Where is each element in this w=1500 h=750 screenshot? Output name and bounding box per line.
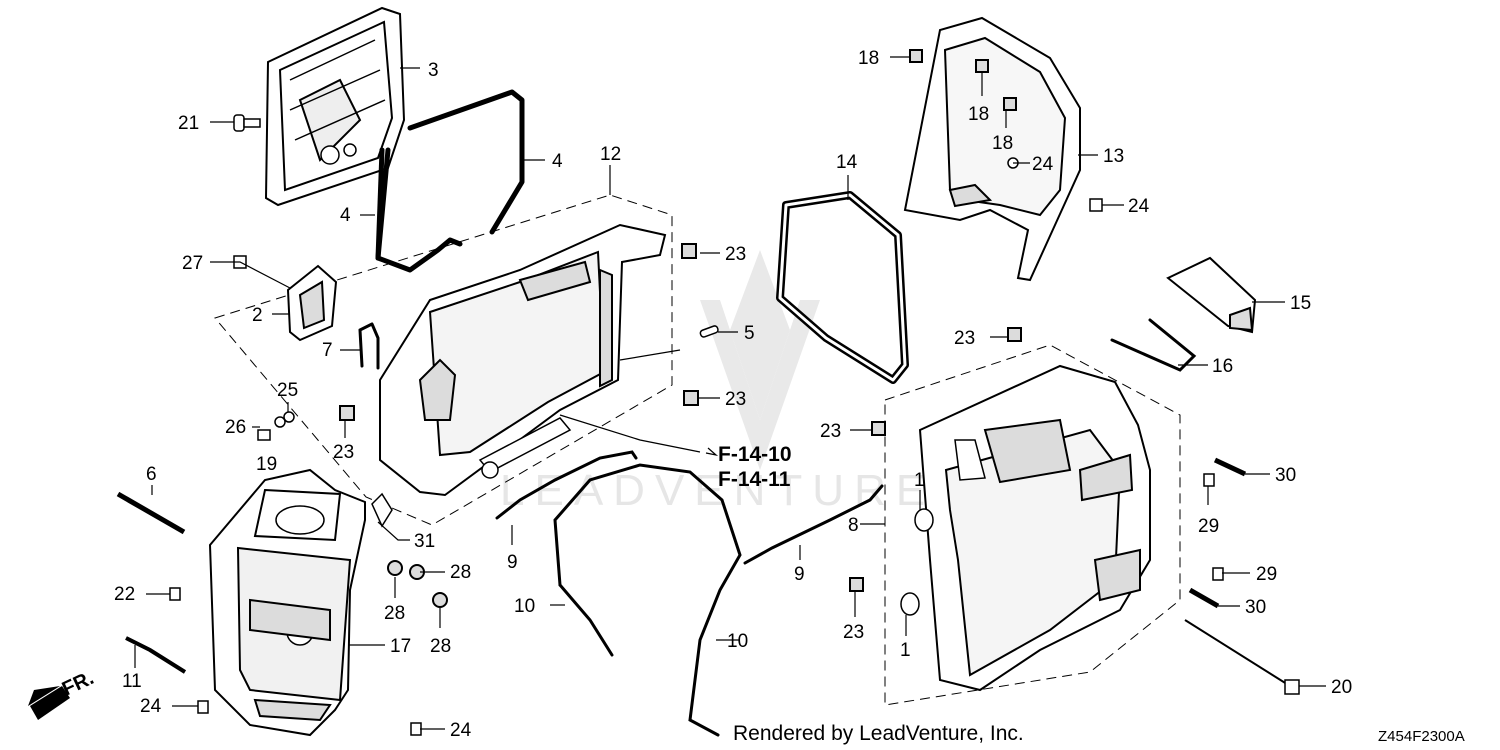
callout-30: 30 <box>1245 597 1266 618</box>
callout-12: 12 <box>600 144 621 165</box>
callout-26: 26 <box>225 417 246 438</box>
part-13-cover <box>903 16 1103 282</box>
part-3-panel <box>264 6 406 207</box>
part-10-wires <box>553 463 742 737</box>
part-29-30-20-bolts <box>1184 457 1300 695</box>
callout-5: 5 <box>744 323 755 344</box>
part-1-grommets <box>900 508 934 616</box>
callout-10: 10 <box>514 596 535 617</box>
part-21-screw <box>233 114 261 132</box>
callout-24: 24 <box>1128 196 1150 217</box>
front-arrow-icon <box>28 686 70 720</box>
callout-24: 24 <box>450 720 472 741</box>
render-credit: Rendered by LeadVenture, Inc. <box>733 722 1024 745</box>
callout-31: 31 <box>414 531 435 552</box>
part-2-bracket <box>286 264 338 342</box>
callout-20: 20 <box>1331 677 1352 698</box>
part-14-gasket <box>776 191 909 384</box>
callout-9: 9 <box>507 552 518 573</box>
callout-30: 30 <box>1275 465 1296 486</box>
callout-9: 9 <box>794 564 805 585</box>
part-11-strip <box>125 636 187 674</box>
part-4-seals <box>375 89 525 273</box>
part-5-pin <box>699 325 719 338</box>
part-6-strip <box>116 491 186 535</box>
ref-arrow-icon <box>705 447 719 457</box>
callout-1: 1 <box>900 640 911 661</box>
callout-28: 28 <box>450 562 471 583</box>
diagram-code: Z454F2300A <box>1378 728 1465 745</box>
part-8-side-panel <box>884 344 1181 706</box>
callout-23: 23 <box>725 244 746 265</box>
callout-18: 18 <box>858 48 879 69</box>
part-9-wire-left <box>495 450 638 520</box>
callout-8: 8 <box>848 515 859 536</box>
callout-29: 29 <box>1198 516 1219 537</box>
callout-28: 28 <box>430 636 451 657</box>
callout-10: 10 <box>727 631 748 652</box>
part-15-cap <box>1166 256 1257 334</box>
callout-17: 17 <box>390 636 411 657</box>
callout-7: 7 <box>322 340 333 361</box>
callout-23: 23 <box>843 622 864 643</box>
callout-21: 21 <box>178 113 199 134</box>
callout-14: 14 <box>836 152 858 173</box>
callout-23: 23 <box>820 421 841 442</box>
callout-27: 27 <box>182 253 203 274</box>
callout-23: 23 <box>954 328 975 349</box>
part-7-clip <box>358 322 380 370</box>
callout-24: 24 <box>140 696 162 717</box>
callout-3: 3 <box>428 60 439 81</box>
callout-6: 6 <box>146 464 157 485</box>
ref-f-14-10[interactable]: F-14-10 <box>718 443 792 466</box>
callout-23: 23 <box>725 389 746 410</box>
part-25-26-19-fasteners <box>257 411 295 441</box>
ref-f-14-11[interactable]: F-14-11 <box>718 468 791 491</box>
callout-4: 4 <box>340 205 351 226</box>
part-28-nuts <box>387 560 448 608</box>
callout-2: 2 <box>252 305 263 326</box>
callouts: 3 21 4 4 12 27 2 7 23 5 23 25 26 19 23 6… <box>114 48 1352 741</box>
part-17-front-panel <box>208 468 366 737</box>
callout-16: 16 <box>1212 356 1233 377</box>
callout-19: 19 <box>256 454 277 475</box>
leader-lines <box>134 56 1326 730</box>
callout-13: 13 <box>1103 146 1124 167</box>
callout-29: 29 <box>1256 564 1277 585</box>
callout-15: 15 <box>1290 293 1311 314</box>
callout-1: 1 <box>914 470 925 491</box>
callout-23: 23 <box>333 442 354 463</box>
part-16-rod <box>1110 318 1197 372</box>
callout-24: 24 <box>1032 154 1054 175</box>
callout-4: 4 <box>552 151 563 172</box>
callout-22: 22 <box>114 584 135 605</box>
part-12-housing <box>214 194 673 526</box>
callout-25: 25 <box>277 380 298 401</box>
callout-11: 11 <box>122 671 142 692</box>
callout-18: 18 <box>968 104 989 125</box>
part-9-wire-right <box>743 484 884 565</box>
callout-28: 28 <box>384 603 405 624</box>
part-23-clips-panel <box>849 327 1022 592</box>
callout-18: 18 <box>992 133 1013 154</box>
part-31-clip <box>371 492 393 528</box>
